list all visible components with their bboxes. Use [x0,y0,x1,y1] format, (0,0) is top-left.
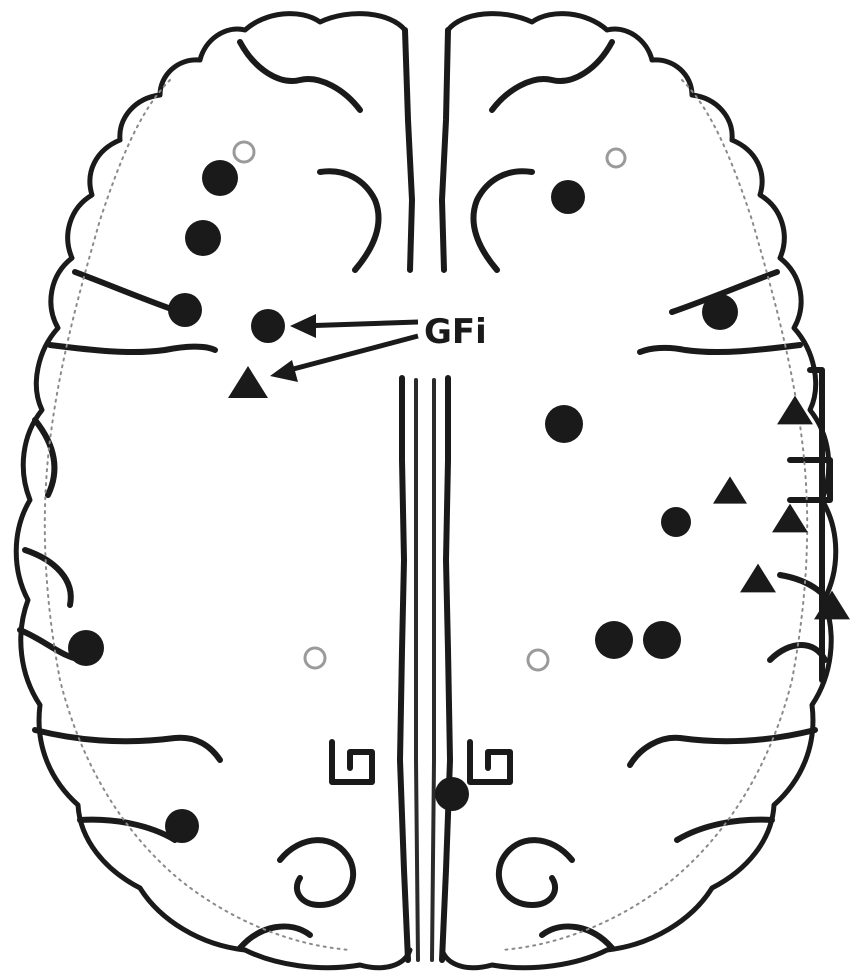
marker-rh-hollow-2 [528,650,548,670]
left-central-sulcus [50,345,215,352]
gfi-arrow-line-upper [300,322,418,326]
marker-rh-dot-2 [702,294,738,330]
marker-lh-dot-4 [68,630,104,666]
right-parieto-occipital-box [470,742,510,782]
gfi-arrow-head-upper [290,314,316,338]
marker-lh-triangle-1 [228,366,268,398]
left-occipital-sulcus-3 [240,926,310,948]
right-occipital-sulcus-1 [677,820,772,840]
left-frontal-sulcus-3 [75,272,180,312]
marker-rh-dot-6 [643,621,681,659]
marker-rh-triangle-3 [772,504,808,533]
left-frontal-sulcus-1 [240,42,360,110]
marker-lh-dot-gfi [251,309,285,343]
marker-rh-triangle-4 [740,564,776,593]
marker-lh-dot-2 [185,220,221,256]
left-hemisphere-outline [16,14,410,968]
marker-lh-dot-3 [168,293,202,327]
right-frontal-sulcus-2 [474,171,532,270]
midline-fissure-right [442,30,448,270]
marker-rh-dot-1 [551,180,585,214]
left-parietal-sulcus-3 [35,730,220,760]
marker-lh-hollow-2 [305,648,325,668]
right-hemisphere-outline [442,14,836,968]
left-parieto-occipital-box [332,742,372,782]
midline-strip-right [442,378,450,960]
marker-lh-dot-1 [202,160,238,196]
left-occipital-sulcus-1 [80,820,175,840]
gfi-arrow-line-lower [282,336,418,372]
midline-strip-left [400,378,408,960]
midline-strip-right-inner [432,380,434,960]
midline-fissure-left [405,30,412,270]
right-occipital-sulcus-2 [499,840,572,905]
left-occipital-sulcus-2 [280,840,353,905]
right-frontal-sulcus-1 [492,42,612,110]
left-frontal-sulcus-2 [320,171,378,270]
marker-rh-hollow-1 [607,149,625,167]
marker-lh-dot-5 [165,809,199,843]
marker-rh-dot-3 [545,405,583,443]
left-lateral-sulcus [35,420,54,495]
marker-rh-dot-5 [595,621,633,659]
marker-rh-dot-4 [661,507,691,537]
marker-rh-triangle-2 [713,476,747,503]
gfi-arrow-head-lower [270,360,298,382]
gfi-label: GFi [424,312,487,352]
right-occipital-sulcus-3 [542,926,612,948]
right-parietal-sulcus-4 [630,730,815,765]
marker-rh-dot-7 [435,777,469,811]
right-central-sulcus [640,345,800,352]
midline-strip-left-inner [416,380,418,960]
marker-lh-hollow-1 [234,142,254,162]
